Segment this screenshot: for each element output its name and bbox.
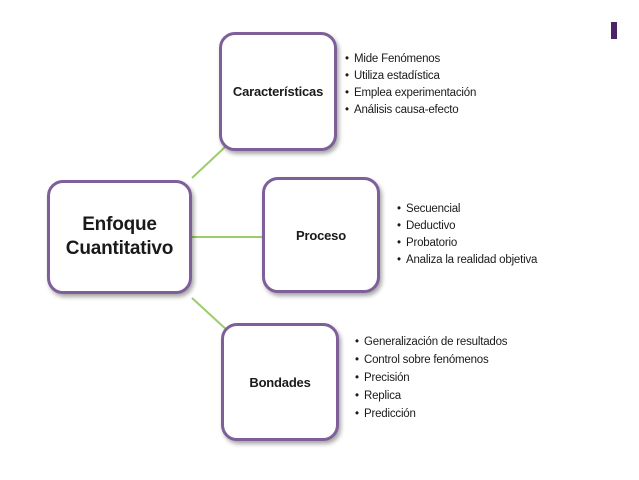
corner-accent-bar bbox=[611, 22, 617, 39]
bullet-item: Control sobre fenómenos bbox=[355, 353, 535, 368]
branch-label-caracteristicas: Características bbox=[232, 84, 324, 99]
branch-node-bondades: Bondades bbox=[221, 323, 339, 441]
bullet-item: Análisis causa-efecto bbox=[345, 102, 476, 119]
bullet-item: Precisión bbox=[355, 371, 535, 386]
bullet-list-proceso: Secuencial Deductivo Probatorio Analiza … bbox=[397, 201, 537, 269]
branch-node-caracteristicas: Características bbox=[219, 32, 337, 151]
bullet-list-bondades: Generalización de resultados Control sob… bbox=[355, 335, 535, 425]
bullet-item: Secuencial bbox=[397, 201, 537, 218]
bullet-item: Predicción bbox=[355, 407, 535, 422]
bullet-item: Utiliza estadística bbox=[345, 68, 476, 85]
center-node-label: Enfoque Cuantitativo bbox=[65, 214, 174, 259]
branch-label-bondades: Bondades bbox=[249, 374, 311, 390]
bullet-item: Analiza la realidad objetiva bbox=[397, 252, 537, 269]
bullet-item: Generalización de resultados bbox=[355, 335, 535, 350]
branch-node-proceso: Proceso bbox=[262, 177, 380, 293]
bullet-list-caracteristicas: Mide Fenómenos Utiliza estadística Emple… bbox=[345, 51, 476, 119]
bullet-item: Replica bbox=[355, 389, 535, 404]
branch-label-proceso: Proceso bbox=[296, 227, 346, 243]
bullet-item: Probatorio bbox=[397, 235, 537, 252]
bullet-item: Deductivo bbox=[397, 218, 537, 235]
bullet-item: Mide Fenómenos bbox=[345, 51, 476, 68]
center-node: Enfoque Cuantitativo bbox=[47, 180, 192, 294]
bullet-item: Emplea experimentación bbox=[345, 85, 476, 102]
